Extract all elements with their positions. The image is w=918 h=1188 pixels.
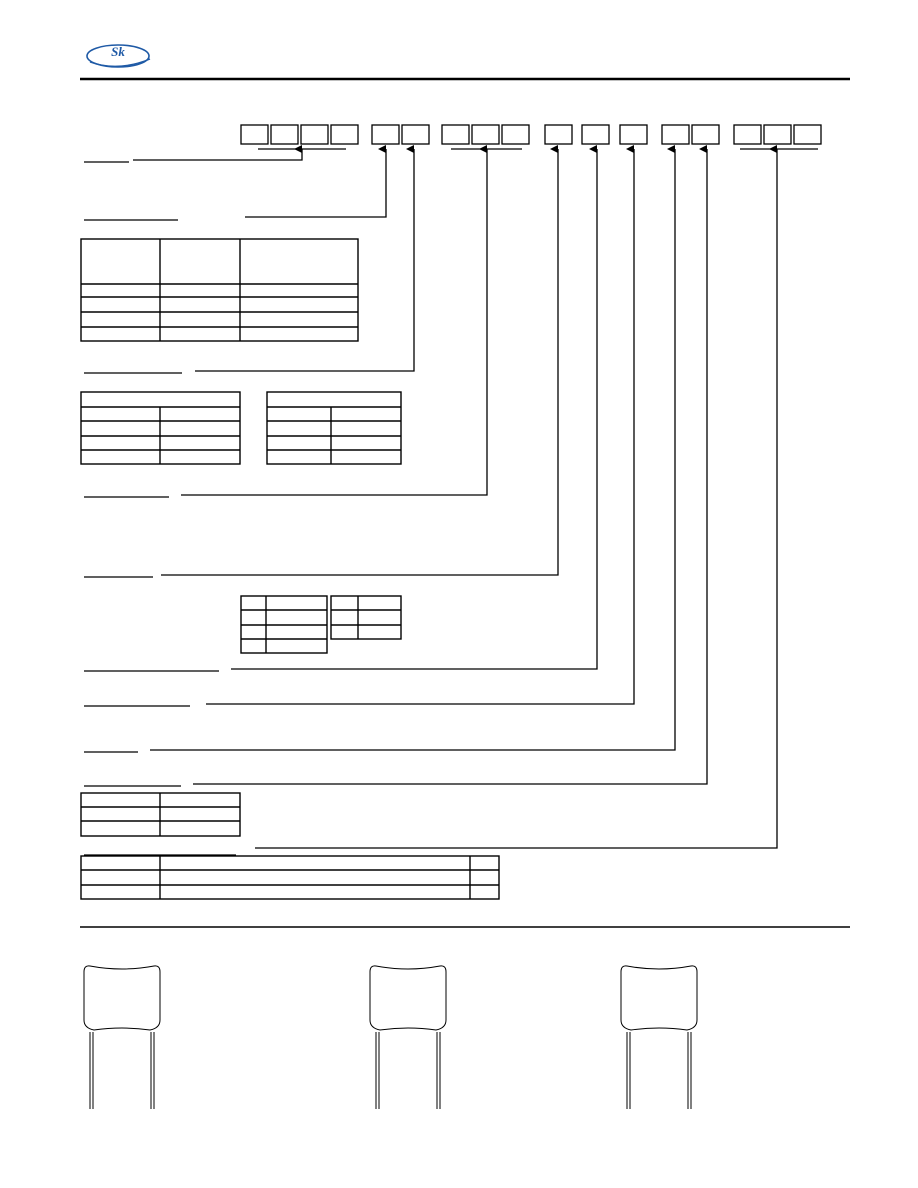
code-box-group-capacitance [441,124,530,145]
code-box-group-suffix [733,124,822,145]
logo-text: Sk [111,44,125,59]
company-logo [84,42,152,70]
label-underlines [84,161,236,856]
capacitor-icon [369,965,447,1109]
leader-tolerance [161,145,559,576]
capacitor-icon [620,965,698,1109]
code-box-tolerance [544,124,573,145]
table-code-left [80,391,241,465]
code-box-group-series [240,124,359,145]
leader-suffix [255,145,778,849]
leader-dielectric [245,145,387,218]
code-box-group-dielectric [371,124,430,145]
leader-series [133,145,303,161]
table-code-right [266,391,402,465]
table-packing [80,792,241,837]
table-tolerance [240,595,402,654]
capacitor-icon [83,965,161,1109]
leader-capacitance [181,145,488,496]
leader-lines [133,145,778,849]
table-suffix [80,855,500,900]
leader-pitch [150,145,676,751]
code-box-voltage [581,124,610,145]
leader-lead-style [206,145,635,705]
company-logo-icon [86,44,151,68]
code-box-lead-style [619,124,648,145]
leader-dielectric-2 [195,145,415,372]
leader-voltage [231,145,598,670]
leader-packing [193,145,708,785]
code-box-group-pitch-packing [661,124,720,145]
table-dielectric [80,238,359,342]
